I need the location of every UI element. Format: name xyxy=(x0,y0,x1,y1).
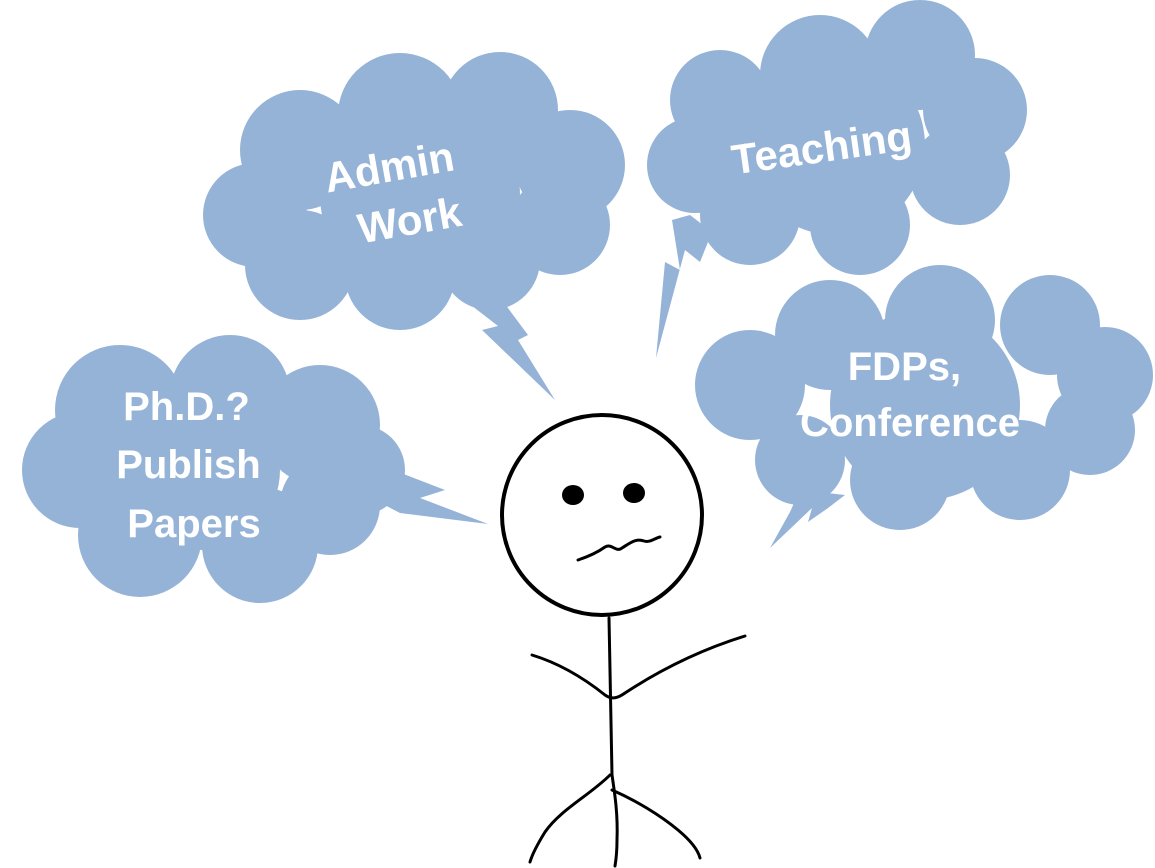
stick-figure xyxy=(500,413,747,868)
thought-cloud-phd xyxy=(22,335,488,603)
figure-right-eye xyxy=(623,483,645,503)
cloud-fdps-line-2: Conference xyxy=(800,401,1020,445)
figure-right-foot-stroke xyxy=(610,788,702,860)
cloud-phd-line-2: Publish xyxy=(116,443,260,487)
cloud-teaching-tail xyxy=(656,215,712,358)
cloud-fdps-tail xyxy=(770,490,845,548)
cloud-fdps-text: FDPs, Conference xyxy=(800,345,1020,445)
thought-cloud-teaching xyxy=(647,0,1027,358)
figure-arms xyxy=(530,634,747,700)
cloud-phd-line-1: Ph.D.? xyxy=(123,385,250,429)
thought-cloud-fdps xyxy=(695,265,1153,548)
cloud-phd-text: Ph.D.? Publish Papers xyxy=(116,385,272,546)
cloud-phd-line-3: Papers xyxy=(127,502,260,546)
figure-wavy-mouth xyxy=(576,535,662,562)
figure-right-leg xyxy=(610,773,619,868)
thought-cloud-admin xyxy=(203,52,625,400)
figure-left-leg xyxy=(528,773,612,864)
figure-left-eye xyxy=(562,485,584,505)
cloud-fdps-line-1: FDPs, xyxy=(848,345,961,389)
figure-body xyxy=(607,616,614,777)
figure-head xyxy=(500,413,704,617)
